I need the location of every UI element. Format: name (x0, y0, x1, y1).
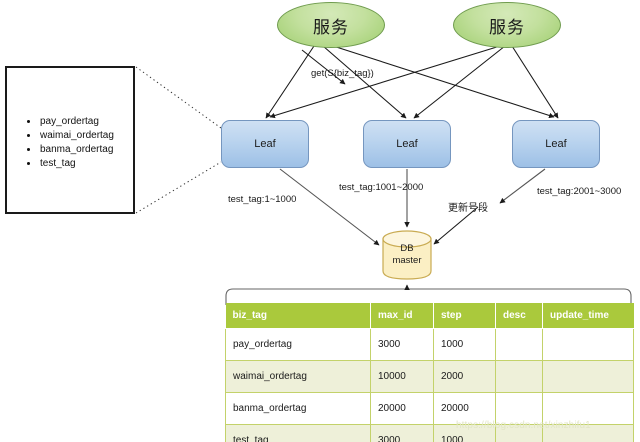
edge-label-get-call: get(S{biz_tag}) (311, 68, 374, 79)
edge-label-range-leaf3: test_tag:2001~3000 (537, 186, 622, 197)
cell-step: 1000 (433, 328, 496, 361)
cell-desc (495, 328, 543, 361)
column-header-update-time[interactable]: update_time (542, 303, 634, 329)
list-item: waimai_ordertag (39, 129, 133, 143)
cell-desc (495, 424, 543, 442)
cell-step: 20000 (433, 392, 496, 425)
leaf-2-label: Leaf (396, 138, 418, 150)
service-node-left[interactable]: 服务 (277, 2, 385, 48)
column-header-step[interactable]: step (433, 303, 496, 329)
leaf-node-1[interactable]: Leaf (221, 120, 309, 168)
service-right-label: 服务 (489, 17, 525, 38)
edge-label-update-segment: 更新号段 (448, 203, 488, 214)
table-row: test_tag 3000 1000 (225, 424, 634, 442)
leaf-node-2[interactable]: Leaf (363, 120, 451, 168)
cell-max-id: 20000 (370, 392, 434, 425)
edge-label-range-leaf1: test_tag:1~1000 (228, 194, 297, 205)
cell-update-time (542, 392, 634, 425)
db-label-line1: DB (400, 243, 414, 254)
db-label-line2: master (392, 255, 422, 266)
service-left-label: 服务 (313, 17, 349, 38)
table-header-row: biz_tag max_id step desc update_time (225, 303, 634, 329)
biz-tag-list: pay_ordertag waimai_ordertag banma_order… (7, 68, 133, 171)
cell-desc (495, 392, 543, 425)
database-cylinder-icon (382, 230, 432, 280)
cell-max-id: 10000 (370, 360, 434, 393)
cell-max-id: 3000 (370, 328, 434, 361)
cell-biz-tag: waimai_ordertag (225, 360, 371, 393)
cell-desc (495, 360, 543, 393)
service-node-right[interactable]: 服务 (453, 2, 561, 48)
cell-max-id: 3000 (370, 424, 434, 442)
table-row: pay_ordertag 3000 1000 (225, 328, 634, 361)
cell-step: 2000 (433, 360, 496, 393)
leaf-3-label: Leaf (545, 138, 567, 150)
cell-update-time (542, 328, 634, 361)
list-item: test_tag (39, 157, 133, 171)
column-header-desc[interactable]: desc (495, 303, 543, 329)
table-to-db-bracket (225, 284, 632, 305)
leaf-alloc-table: biz_tag max_id step desc update_time pay… (225, 303, 634, 442)
list-item: pay_ordertag (39, 115, 133, 129)
cell-biz-tag: test_tag (225, 424, 371, 442)
cell-biz-tag: banma_ordertag (225, 392, 371, 425)
db-master-label: DB master (381, 243, 433, 267)
cell-update-time (542, 360, 634, 393)
db-master-node[interactable]: DB master (381, 229, 433, 281)
cell-update-time (542, 424, 634, 442)
taglist-connector (135, 66, 222, 214)
leaf-node-3[interactable]: Leaf (512, 120, 600, 168)
watermark-text: https://blog.csdn.net/xinzhifu1 (456, 420, 591, 431)
service-right-edges (269, 45, 559, 119)
column-header-biz-tag[interactable]: biz_tag (225, 303, 371, 329)
table-row: waimai_ordertag 10000 2000 (225, 360, 634, 393)
table-row: banma_ordertag 20000 20000 (225, 392, 634, 425)
service-left-edges (265, 44, 555, 119)
biz-tag-list-box: pay_ordertag waimai_ordertag banma_order… (5, 66, 135, 214)
list-item: banma_ordertag (39, 143, 133, 157)
cell-biz-tag: pay_ordertag (225, 328, 371, 361)
edge-label-range-leaf2: test_tag:1001~2000 (339, 182, 424, 193)
leaf-1-label: Leaf (254, 138, 276, 150)
column-header-max-id[interactable]: max_id (370, 303, 434, 329)
cell-step: 1000 (433, 424, 496, 442)
